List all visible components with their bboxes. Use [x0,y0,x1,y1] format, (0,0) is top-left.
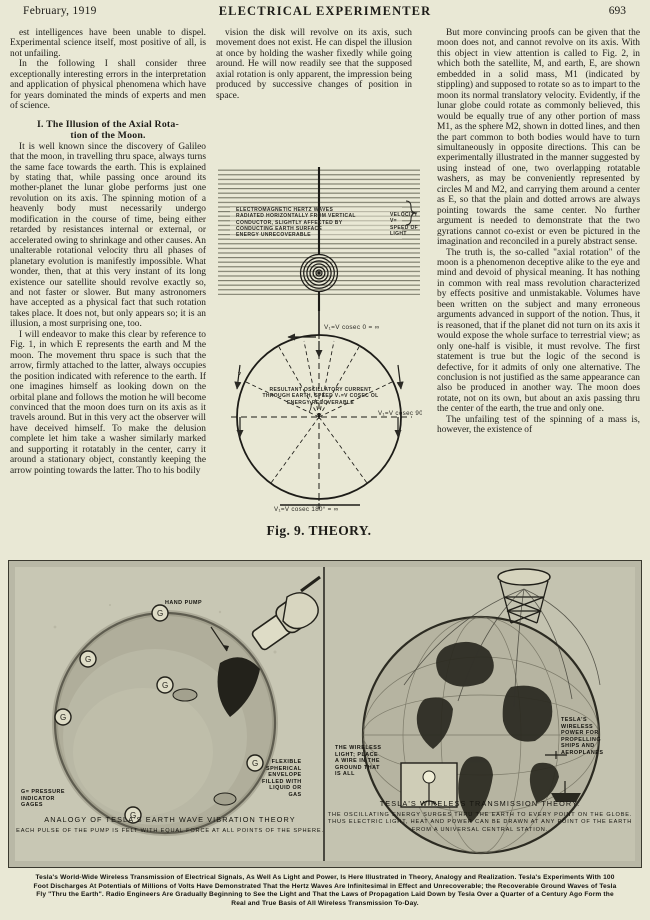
flexible-envelope-label: FLEXIBLE SPHERICAL ENVELOPE FILLED WITH … [262,759,302,798]
wireless-light-label: THE WIRELESS LIGHT; PLACE A WIRE IN THE … [335,745,382,778]
running-head: February, 1919 ELECTRICAL EXPERIMENTER 6… [0,0,650,26]
analogy-caption-body: EACH PULSE OF THE PUMP IS FELT WITH EQUA… [16,828,324,834]
hand-pump-label: HAND PUMP [165,600,203,606]
paragraph: It is well known since the discovery of … [10,141,206,330]
illustration-photo: "ANALOGY" [15,567,635,861]
footer-caption: Tesla's World-Wide Wireless Transmission… [33,874,617,907]
wireless-power-label: TESLA'S WIRELESS POWER FOR PROPELLING SH… [561,717,604,756]
article-columns: est intelligences have been unable to di… [0,28,650,553]
tesla-tower [497,568,551,624]
realization-drawing [325,567,635,861]
paragraph: vision the disk will revolve on its axis… [216,28,412,101]
top-equation-label: V₁=V cosec 0 = ∞ [324,324,380,331]
analogy-panel: "ANALOGY" [15,567,326,861]
pump-nozzle-shadow [217,657,260,717]
hand-pump-icon [251,575,321,651]
wireless-light-scene [400,762,458,808]
svg-text:G: G [157,609,163,618]
column-one: est intelligences have been unable to di… [10,28,206,476]
bottom-equation-label: V₁=V cosec 180° = ∞ [274,506,339,513]
svg-text:G: G [162,681,168,690]
energy-rays [403,588,601,708]
velocity-light-label: VELOCITY V= SPEED OF LIGHT [390,212,419,237]
hertz-wave-label: ELECTROMAGNETIC HERTZ WAVES RADIATED HOR… [236,207,356,239]
realization-caption-body: THE OSCILLATING ENERGY SURGES THRU THE E… [327,812,633,833]
theory-diagram-svg [218,167,420,509]
svg-text:G: G [130,811,136,820]
paragraph: The truth is, the so-called "axial rotat… [437,247,640,415]
publication-title: ELECTRICAL EXPERIMENTER [218,4,432,18]
figure-9-caption: Fig. 9. THEORY. [266,523,372,538]
section-heading-line2: tion of the Moon. [70,129,146,141]
continents [416,641,559,823]
column-three: But more convincing proofs can be given … [437,28,640,436]
realization-panel: "REALIZATION" [323,567,635,861]
figure-9-drawing: ELECTROMAGNETIC HERTZ WAVES RADIATED HOR… [216,165,422,527]
radial-rays [243,340,395,484]
paragraph: The unfailing test of the spinning of a … [437,414,640,436]
paragraph: In the following I shall consider three … [10,59,206,112]
resultant-current-label: RESULTANT OSCILLATORY CURRENT THROUGH EA… [262,387,379,406]
svg-text:G: G [252,759,258,768]
paragraph: But more convincing proofs can be given … [437,28,640,248]
page-number: 693 [608,5,626,17]
section-heading-line1: I. The Illusion of the Axial Rota- [37,118,179,130]
surface-current-arrows [234,333,404,438]
bottom-illustration: "ANALOGY" [8,560,642,868]
section-heading: I. The Illusion of the Axial Rota- tion … [10,119,206,141]
analogy-drawing: G G G G [15,567,326,861]
figure-9: ELECTROMAGNETIC HERTZ WAVES RADIATED HOR… [216,165,422,553]
svg-text:G: G [60,713,66,722]
analogy-caption-title: ANALOGY OF TESLA'S EARTH WAVE VIBRATION … [44,815,296,824]
paragraph: I will endeavor to make this clear by re… [10,329,206,476]
spiral-coil [299,253,339,293]
right-equation-label: V₁=V cosec 90° [378,410,422,417]
axis-tick-label: V [238,371,242,376]
ship-and-aeroplane [545,751,581,802]
column-two: vision the disk will revolve on its axis… [216,28,412,101]
pressure-gages-label: G= PRESSURE INDICATOR GAGES [21,789,65,809]
pressure-gages: G G G G [54,604,264,824]
paragraph: est intelligences have been unable to di… [10,28,206,59]
svg-text:G: G [85,655,91,664]
realization-caption-title: TESLA'S WIRELESS TRANSMISSION THEORY. [379,799,581,808]
issue-date: February, 1919 [23,5,97,17]
